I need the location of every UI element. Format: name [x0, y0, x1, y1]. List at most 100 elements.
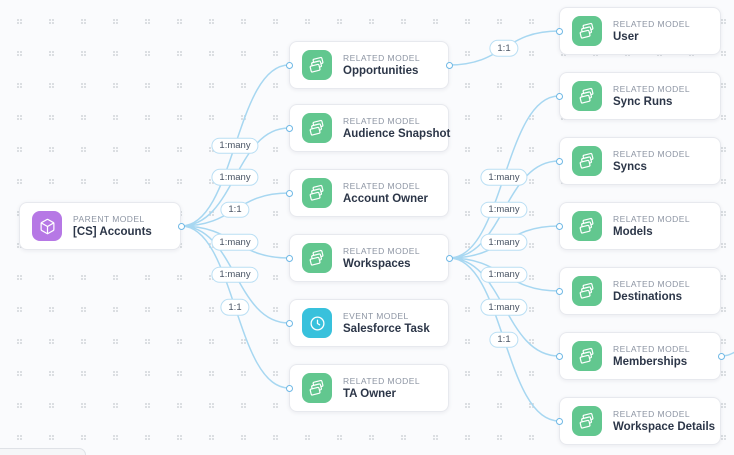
cube-icon — [32, 211, 62, 241]
connection-handle-right[interactable] — [445, 254, 453, 262]
node-text: RELATED MODEL Models — [613, 214, 690, 238]
edge-label: 1:many — [480, 168, 528, 186]
node-syncs[interactable]: RELATED MODEL Syncs — [555, 137, 721, 185]
node-text: RELATED MODEL Workspace Details — [613, 409, 716, 433]
edge-label: 1:many — [480, 266, 528, 283]
node-cs-accounts[interactable]: PARENT MODEL [CS] Accounts — [19, 202, 185, 250]
node-name: Account Owner — [343, 193, 428, 205]
node-name: Audience Snapshot — [343, 128, 451, 140]
connection-handle-left[interactable] — [555, 287, 563, 295]
node-type-label: RELATED MODEL — [613, 409, 691, 419]
connection-handle-left[interactable] — [285, 189, 293, 197]
node-name: [CS] Accounts — [73, 226, 152, 238]
edge-label: 1:many — [480, 233, 528, 251]
node-text: RELATED MODEL TA Owner — [343, 376, 420, 400]
stack-icon — [572, 341, 602, 371]
edge-label: 1:1 — [489, 331, 519, 348]
connection-handle-left[interactable] — [285, 61, 293, 69]
node-name: Models — [613, 226, 653, 238]
node-type-label: RELATED MODEL — [343, 376, 421, 386]
node-type-label: RELATED MODEL — [613, 214, 691, 224]
node-type-label: PARENT MODEL — [73, 214, 145, 224]
node-text: RELATED MODEL Sync Runs — [613, 84, 690, 108]
node-name: Workspaces — [343, 258, 411, 270]
edge-label: 1:many — [211, 266, 259, 283]
stack-icon — [572, 16, 602, 46]
stack-icon — [302, 50, 332, 80]
connection-handle-left[interactable] — [555, 222, 563, 230]
node-models[interactable]: RELATED MODEL Models — [555, 202, 721, 250]
node-text: RELATED MODEL Memberships — [613, 344, 690, 368]
node-text: RELATED MODEL Opportunities — [343, 53, 420, 77]
node-name: Opportunities — [343, 65, 419, 77]
stack-icon — [302, 113, 332, 143]
connection-handle-right[interactable] — [177, 222, 185, 230]
connection-handle-left[interactable] — [555, 157, 563, 165]
node-name: Destinations — [613, 291, 683, 303]
node-type-label: RELATED MODEL — [613, 84, 691, 94]
connection-handle-left[interactable] — [285, 254, 293, 262]
node-user[interactable]: RELATED MODEL User — [555, 7, 721, 55]
node-name: Salesforce Task — [343, 323, 430, 335]
node-workspace-details[interactable]: RELATED MODEL Workspace Details — [555, 397, 721, 445]
stack-icon — [572, 81, 602, 111]
edge-label: 1:1 — [489, 39, 519, 57]
connection-handle-left[interactable] — [285, 124, 293, 132]
node-type-label: RELATED MODEL — [613, 279, 691, 289]
node-name: User — [613, 31, 639, 43]
node-type-label: EVENT MODEL — [343, 311, 409, 321]
connection-handle-left[interactable] — [555, 27, 563, 35]
connection-handle-left[interactable] — [555, 92, 563, 100]
edge-label: 1:many — [211, 137, 259, 154]
node-name: Syncs — [613, 161, 647, 173]
node-salesforce-task[interactable]: EVENT MODEL Salesforce Task — [285, 299, 449, 347]
stack-icon — [572, 276, 602, 306]
node-text: RELATED MODEL Account Owner — [343, 181, 428, 205]
node-type-label: RELATED MODEL — [343, 181, 421, 191]
node-destinations[interactable]: RELATED MODEL Destinations — [555, 267, 721, 315]
edge-label: 1:many — [480, 201, 528, 218]
connection-handle-left[interactable] — [555, 352, 563, 360]
node-name: Workspace Details — [613, 421, 716, 433]
edge-label: 1:1 — [220, 201, 250, 218]
node-text: PARENT MODEL [CS] Accounts — [73, 214, 152, 238]
connection-handle-right[interactable] — [717, 352, 725, 360]
stack-icon — [302, 243, 332, 273]
node-type-label: RELATED MODEL — [343, 116, 421, 126]
node-audience-snapshot[interactable]: RELATED MODEL Audience Snapshot — [285, 104, 451, 152]
node-text: EVENT MODEL Salesforce Task — [343, 311, 430, 335]
node-text: RELATED MODEL User — [613, 19, 690, 43]
edge-label: 1:many — [211, 233, 259, 251]
node-type-label: RELATED MODEL — [613, 19, 691, 29]
node-name: Memberships — [613, 356, 688, 368]
node-name: Sync Runs — [613, 96, 673, 108]
stack-icon — [302, 178, 332, 208]
stack-icon — [302, 373, 332, 403]
node-sync-runs[interactable]: RELATED MODEL Sync Runs — [555, 72, 721, 120]
connection-handle-left[interactable] — [555, 417, 563, 425]
node-opportunities[interactable]: RELATED MODEL Opportunities — [285, 41, 453, 89]
clock-icon — [302, 308, 332, 338]
stack-icon — [572, 406, 602, 436]
connection-handle-left[interactable] — [285, 319, 293, 327]
connection-handle-right[interactable] — [445, 61, 453, 69]
node-text: RELATED MODEL Audience Snapshot — [343, 116, 451, 140]
stack-icon — [572, 146, 602, 176]
node-account-owner[interactable]: RELATED MODEL Account Owner — [285, 169, 449, 217]
node-type-label: RELATED MODEL — [343, 246, 421, 256]
edge-label: 1:many — [480, 298, 528, 316]
connection-handle-left[interactable] — [285, 384, 293, 392]
stack-icon — [572, 211, 602, 241]
node-name: TA Owner — [343, 388, 397, 400]
node-type-label: RELATED MODEL — [613, 344, 691, 354]
node-workspaces[interactable]: RELATED MODEL Workspaces — [285, 234, 453, 282]
node-text: RELATED MODEL Workspaces — [343, 246, 420, 270]
node-text: RELATED MODEL Syncs — [613, 149, 690, 173]
node-type-label: RELATED MODEL — [613, 149, 691, 159]
node-type-label: RELATED MODEL — [343, 53, 421, 63]
node-ta-owner[interactable]: RELATED MODEL TA Owner — [285, 364, 449, 412]
node-memberships[interactable]: RELATED MODEL Memberships — [555, 332, 725, 380]
edge-label: 1:many — [211, 168, 259, 186]
edge-label: 1:1 — [220, 298, 250, 316]
